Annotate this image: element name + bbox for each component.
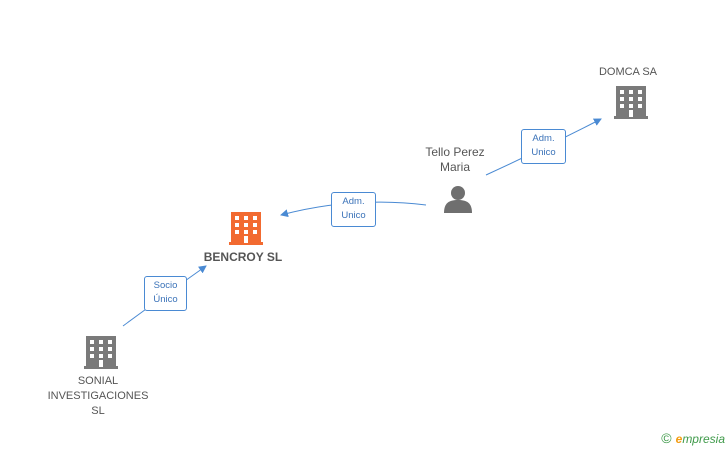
edge-label-tello-bencroy-line2: Unico [341, 210, 366, 221]
sonial-name-line3: SL [91, 405, 105, 417]
empresia-logo[interactable]: ©empresia [661, 430, 725, 446]
sonial-name-line2: INVESTIGACIONES [47, 390, 149, 402]
sonial-name-line1: SONIAL [77, 375, 119, 387]
domca-name: DOMCA SA [598, 66, 658, 78]
brand-rest: mpresia [682, 432, 725, 446]
edge-label-tello-bencroy-line1: Adm. [342, 196, 365, 207]
domca-building-icon[interactable] [614, 86, 648, 119]
tello-person-icon[interactable] [444, 186, 472, 213]
tello-name-line1: Tello Perez [425, 145, 485, 159]
bencroy-name: BENCROY SL [203, 250, 283, 264]
brand-initial: e [675, 432, 683, 446]
edge-label-tello-domca[interactable]: Adm. Unico [521, 129, 566, 164]
copyright-symbol: © [661, 430, 672, 446]
edge-label-sonial-bencroy-line2: Único [153, 294, 178, 305]
edge-label-tello-bencroy[interactable]: Adm. Unico [331, 192, 376, 227]
domca-label[interactable]: DOMCA SA [588, 65, 668, 79]
sonial-label[interactable]: SONIAL INVESTIGACIONES SL [43, 374, 153, 419]
tello-label[interactable]: Tello Perez Maria [410, 145, 500, 175]
edge-label-tello-domca-line2: Unico [531, 147, 556, 158]
edge-label-sonial-bencroy-line1: Socio [153, 280, 178, 291]
bencroy-building-icon[interactable] [229, 212, 263, 245]
edge-label-sonial-bencroy[interactable]: Socio Único [144, 276, 187, 311]
edge-label-tello-domca-line1: Adm. [532, 133, 555, 144]
bencroy-label[interactable]: BENCROY SL [196, 250, 290, 264]
sonial-building-icon[interactable] [84, 336, 118, 369]
tello-name-line2: Maria [439, 160, 470, 174]
